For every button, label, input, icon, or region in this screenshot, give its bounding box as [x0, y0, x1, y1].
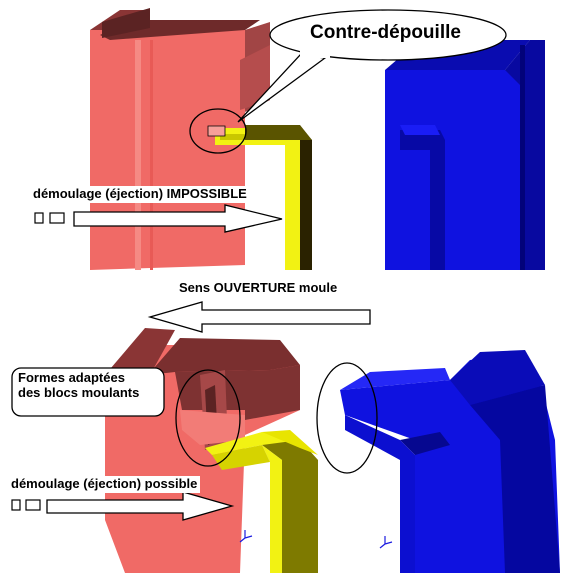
bottom-release-label: démoulage (éjection) possible — [8, 476, 201, 493]
adapted-shapes-box — [11, 367, 165, 417]
mold-detail-circle — [316, 362, 378, 474]
adapted-shapes-circle — [175, 369, 241, 467]
opening-direction-label: Sens OUVERTURE moule — [179, 280, 338, 295]
adapted-shapes-line2: des blocs moulants — [18, 384, 140, 400]
undercut-notch — [207, 125, 226, 137]
top-release-label: démoulage (éjection) IMPOSSIBLE — [30, 186, 250, 203]
top-salmon-part — [90, 8, 270, 270]
top-insert — [215, 125, 312, 270]
top-scene — [34, 8, 545, 270]
arrow-right-icon — [34, 204, 283, 233]
arrow-right-icon — [11, 491, 235, 521]
adapted-shapes-line1: Formes adaptées — [18, 370, 125, 385]
callout-title: Contre-dépouille — [310, 22, 461, 43]
arrow-left-icon — [147, 301, 371, 333]
adapted-shapes-label: Formes adaptées des blocs moulants — [18, 370, 163, 401]
undercut-circle — [189, 108, 247, 154]
axis-triad-icon — [379, 536, 393, 549]
bottom-insert — [205, 430, 318, 573]
bottom-blue-mold — [340, 350, 560, 573]
bottom-scene — [11, 328, 560, 573]
axis-triad-icon — [239, 530, 253, 543]
top-blue-mold — [385, 40, 545, 270]
callout-bubble — [269, 9, 507, 61]
